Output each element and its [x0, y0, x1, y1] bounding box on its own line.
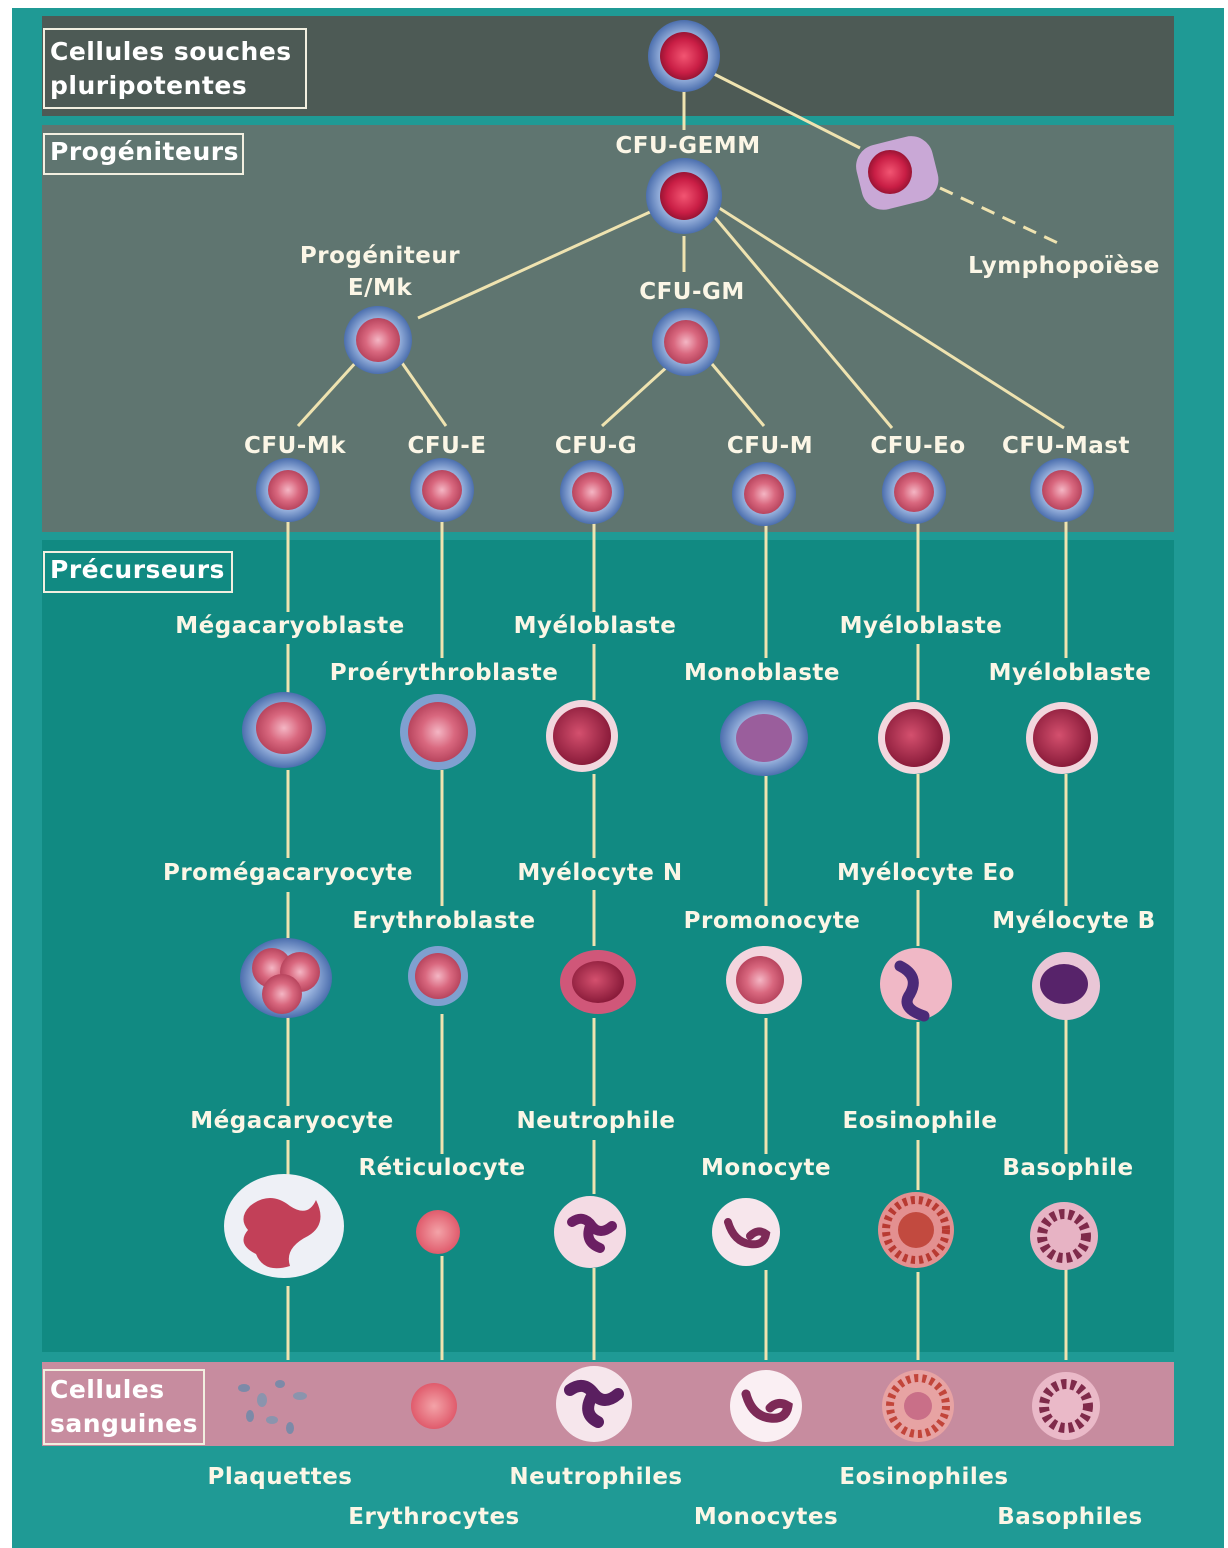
label-line: Progéniteur — [299, 243, 461, 269]
section-label-blood-cells: Cellules sanguines — [43, 1369, 205, 1445]
section-label-line: sanguines — [50, 1409, 198, 1438]
promonocyte-image — [726, 946, 802, 1014]
label-basophiles: Basophiles — [997, 1504, 1143, 1530]
label-neutrophiles: Neutrophiles — [509, 1464, 683, 1490]
label-eosinophiles: Eosinophiles — [839, 1464, 1009, 1490]
label-cfu-e: CFU-E — [407, 433, 487, 459]
label-cfu-m: CFU-M — [726, 433, 814, 459]
monocyte-image — [712, 1198, 780, 1266]
label-myeloblaste-b: Myéloblaste — [988, 660, 1152, 686]
label-cfu-g: CFU-G — [554, 433, 638, 459]
cfu-m-image — [732, 462, 796, 526]
label-myelocyte-b: Myélocyte B — [992, 908, 1156, 934]
myeloblaste-eo-image — [878, 702, 950, 774]
label-line: E/Mk — [347, 275, 413, 301]
myelocyte-n-image — [560, 950, 636, 1014]
connector-line — [296, 358, 360, 428]
cell-images — [224, 20, 1100, 1442]
connector-line — [710, 363, 766, 427]
neutrophile-image — [554, 1196, 626, 1268]
cfu-e-image — [410, 458, 474, 522]
megacaryocyte-image — [224, 1174, 344, 1278]
progenitor-band — [42, 125, 1174, 532]
section-label-stem-cells: Cellules souches pluripotentes — [43, 28, 307, 109]
label-myeloblaste-eo: Myéloblaste — [839, 613, 1003, 639]
cfu-gemm-image — [646, 158, 722, 234]
cfu-g-image — [560, 460, 624, 524]
label-cfu-gm: CFU-GM — [639, 279, 745, 305]
section-label-precursors: Précurseurs — [43, 551, 233, 593]
megacaryoblaste-image — [242, 692, 326, 768]
label-myelocyte-eo: Myélocyte Eo — [837, 860, 1015, 886]
label-eosinophile: Eosinophile — [842, 1108, 998, 1134]
label-erythrocytes: Erythrocytes — [348, 1504, 520, 1530]
connector-line — [715, 204, 1065, 430]
basophiles-image — [1032, 1372, 1100, 1440]
cfu-mast-image — [1030, 458, 1094, 522]
label-basophile: Basophile — [1002, 1155, 1134, 1181]
lymphoid-progenitor-image — [856, 136, 939, 210]
section-label-line: pluripotentes — [50, 71, 248, 100]
monocytes-image — [730, 1370, 802, 1442]
label-myelocyte-n: Myélocyte N — [517, 860, 683, 886]
label-cfu-mk: CFU-Mk — [244, 433, 346, 459]
neutrophiles-image — [556, 1366, 632, 1442]
progenitor-emk-image — [344, 306, 412, 374]
stem-cell-band — [42, 16, 1174, 116]
connector-line — [713, 72, 861, 150]
label-megacaryoblaste: Mégacaryoblaste — [175, 613, 405, 639]
label-plaquettes: Plaquettes — [207, 1464, 353, 1490]
section-label-progenitors: Progéniteurs — [43, 133, 244, 175]
myeloblaste-b-image — [1026, 702, 1098, 774]
eosinophile-image — [878, 1192, 954, 1268]
myelocyte-b-image — [1032, 952, 1100, 1020]
connector-line — [710, 213, 894, 429]
label-proerythroblaste: Proérythroblaste — [329, 660, 559, 686]
erythrocytes-image — [411, 1383, 457, 1429]
label-cfu-mast: CFU-Mast — [1002, 433, 1130, 459]
stem-cell-image — [648, 20, 720, 92]
label-monocyte: Monocyte — [700, 1155, 832, 1181]
promegacaryocyte-image — [240, 938, 332, 1018]
section-label-line: Cellules — [50, 1375, 165, 1404]
connector-lines — [286, 72, 1068, 1360]
cfu-mk-image — [256, 458, 320, 522]
label-neutrophile: Neutrophile — [516, 1108, 676, 1134]
label-erythroblaste: Erythroblaste — [352, 908, 536, 934]
myelocyte-eo-image — [880, 948, 952, 1022]
label-reticulocyte: Réticulocyte — [358, 1155, 526, 1181]
eosinophiles-image — [882, 1370, 954, 1442]
section-label-line: Cellules souches — [50, 37, 292, 66]
connector-line — [398, 359, 448, 427]
label-progeniteur-emk: Progéniteur E/Mk — [300, 240, 460, 304]
monoblaste-image — [720, 700, 808, 776]
label-promegacaryocyte: Promégacaryocyte — [162, 860, 414, 886]
label-cfu-gemm: CFU-GEMM — [615, 133, 761, 159]
cfu-gm-image — [652, 308, 720, 376]
myeloblaste-n-image — [546, 700, 618, 772]
label-cfu-eo: CFU-Eo — [870, 433, 966, 459]
erythroblaste-image — [408, 946, 468, 1006]
basophile-image — [1030, 1202, 1098, 1270]
connector-line — [417, 210, 651, 320]
reticulocyte-image — [416, 1210, 460, 1254]
cfu-eo-image — [882, 460, 946, 524]
connector-line — [600, 364, 670, 428]
plaquettes-image — [238, 1380, 307, 1434]
label-megacaryocyte: Mégacaryocyte — [190, 1108, 394, 1134]
label-monoblaste: Monoblaste — [683, 660, 841, 686]
label-lymphopoiese: Lymphopoïèse — [968, 253, 1160, 279]
label-myeloblaste-n: Myéloblaste — [513, 613, 677, 639]
proerythroblaste-image — [400, 694, 476, 770]
label-monocytes: Monocytes — [693, 1504, 839, 1530]
connector-line-dashed — [939, 186, 1061, 246]
label-promonocyte: Promonocyte — [683, 908, 861, 934]
